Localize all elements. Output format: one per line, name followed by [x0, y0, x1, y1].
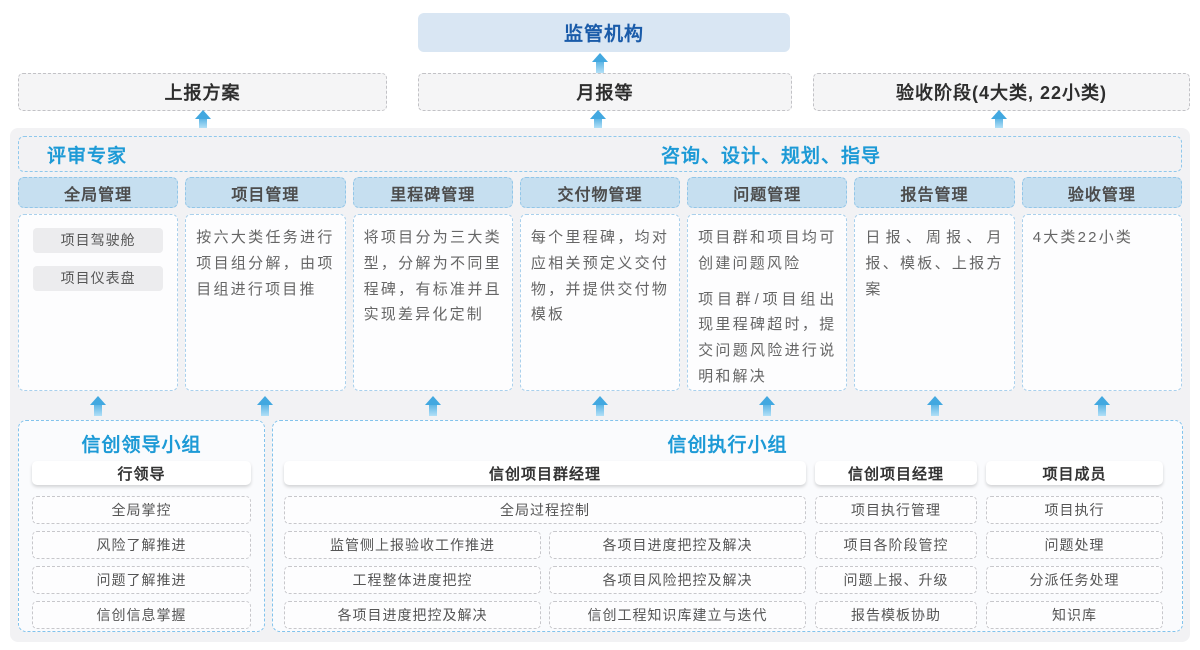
- project-members-section: 项目成员 项目执行 问题处理 分派任务处理 知识库: [986, 457, 1163, 636]
- execution-group-title: 信创执行小组: [667, 435, 788, 456]
- column-milestone-mgmt: 里程碑管理 将项目分为三大类型，分解为不同里程碑，有标准并且实现差异化定制: [352, 177, 513, 391]
- column-title: 里程碑管理: [352, 177, 513, 208]
- duty-item: 各项目进度把控及解决: [549, 531, 806, 559]
- duty-item: 工程整体进度把控: [284, 566, 541, 594]
- column-issue-mgmt: 问题管理 项目群和项目均可创建问题风险 项目群/项目组出现里程碑超时，提交问题风…: [687, 177, 848, 391]
- output-report-plan: 上报方案: [18, 73, 387, 111]
- column-paragraph: 项目群和项目均可创建问题风险: [698, 229, 837, 272]
- duty-item: 问题上报、升级: [815, 566, 977, 594]
- up-arrow-icon: [927, 396, 943, 416]
- output-monthly-report: 月报等: [418, 73, 792, 111]
- up-arrow-icon: [90, 396, 106, 416]
- duty-item: 监管侧上报验收工作推进: [284, 531, 541, 559]
- program-manager-section: 信创项目群经理 全局过程控制 监管侧上报验收工作推进 各项目进度把控及解决 工程…: [284, 457, 806, 636]
- up-arrow-icon: [759, 396, 775, 416]
- up-arrow-icon: [1094, 396, 1110, 416]
- duty-item: 全局过程控制: [284, 496, 806, 524]
- column-title: 问题管理: [687, 177, 848, 208]
- duty-item: 问题处理: [986, 531, 1163, 559]
- column-title: 验收管理: [1021, 177, 1182, 208]
- regulator-box: 监管机构: [418, 13, 790, 52]
- up-arrow-icon: [590, 110, 606, 128]
- column-paragraph: 项目群/项目组出现里程碑超时，提交问题风险进行说明和解决: [698, 290, 837, 385]
- column-body: 将项目分为三大类型，分解为不同里程碑，有标准并且实现差异化定制: [352, 214, 513, 391]
- duty-item: 各项目进度把控及解决: [284, 601, 541, 629]
- duty-item: 信创工程知识库建立与迭代: [549, 601, 806, 629]
- column-paragraph: 日报、周报、月报、模板、上报方案: [865, 229, 1004, 298]
- module-columns: 全局管理 项目驾驶舱 项目仪表盘 项目管理 按六大类任务进行项目组分解，由项目组…: [18, 177, 1182, 391]
- column-paragraph: 每个里程碑，均对应相关预定义交付物，并提供交付物模板: [530, 229, 670, 324]
- platform-container: 评审专家 咨询、设计、规划、指导 全局管理 项目驾驶舱 项目仪表盘 项目管理 按…: [10, 128, 1190, 642]
- duty-item: 分派任务处理: [986, 566, 1163, 594]
- duty-item: 报告模板协助: [815, 601, 977, 629]
- column-report-mgmt: 报告管理 日报、周报、月报、模板、上报方案: [854, 177, 1015, 391]
- up-arrow-icon: [592, 396, 608, 416]
- column-body: 4大类22小类: [1021, 214, 1182, 391]
- duty-item: 项目各阶段管控: [815, 531, 977, 559]
- column-deliverable-mgmt: 交付物管理 每个里程碑，均对应相关预定义交付物，并提供交付物模板: [519, 177, 681, 391]
- duty-item: 各项目风险把控及解决: [549, 566, 806, 594]
- execution-group: 信创执行小组 信创项目群经理 全局过程控制 监管侧上报验收工作推进 各项目进度把…: [272, 420, 1183, 632]
- role-project-manager: 信创项目经理: [815, 461, 977, 485]
- column-body: 项目群和项目均可创建问题风险 项目群/项目组出现里程碑超时，提交问题风险进行说明…: [687, 214, 848, 391]
- duty-item: 知识库: [986, 601, 1163, 629]
- consultant-strip: 评审专家 咨询、设计、规划、指导: [18, 136, 1182, 172]
- column-paragraph: 4大类22小类: [1032, 229, 1134, 246]
- duty-item: 问题了解推进: [32, 566, 251, 594]
- column-body: 日报、周报、月报、模板、上报方案: [854, 214, 1015, 391]
- project-manager-section: 信创项目经理 项目执行管理 项目各阶段管控 问题上报、升级 报告模板协助: [815, 457, 977, 636]
- consulting-label: 咨询、设计、规划、指导: [661, 145, 882, 167]
- leadership-group: 信创领导小组 行领导 全局掌控 风险了解推进 问题了解推进 信创信息掌握: [18, 420, 265, 632]
- up-arrow-icon: [425, 396, 441, 416]
- role-project-members: 项目成员: [986, 461, 1163, 485]
- duty-item: 全局掌控: [32, 496, 251, 524]
- output-acceptance-phase: 验收阶段(4大类, 22小类): [813, 73, 1190, 111]
- column-body: 项目驾驶舱 项目仪表盘: [18, 214, 179, 391]
- role-bank-leaders: 行领导: [32, 461, 251, 485]
- feature-pill: 项目驾驶舱: [33, 228, 164, 253]
- column-body: 每个里程碑，均对应相关预定义交付物，并提供交付物模板: [519, 214, 681, 391]
- column-title: 报告管理: [854, 177, 1015, 208]
- duty-item: 信创信息掌握: [32, 601, 251, 629]
- column-project-mgmt: 项目管理 按六大类任务进行项目组分解，由项目组进行项目推: [185, 177, 346, 391]
- leadership-group-title: 信创领导小组: [81, 435, 202, 456]
- column-title: 全局管理: [18, 177, 179, 208]
- column-body: 按六大类任务进行项目组分解，由项目组进行项目推: [185, 214, 346, 391]
- column-title: 项目管理: [185, 177, 346, 208]
- duty-item: 项目执行: [986, 496, 1163, 524]
- role-program-manager: 信创项目群经理: [284, 461, 806, 485]
- feature-pill: 项目仪表盘: [33, 266, 164, 291]
- review-experts-label: 评审专家: [47, 145, 128, 167]
- up-arrow-icon: [195, 110, 211, 128]
- column-title: 交付物管理: [519, 177, 681, 208]
- duty-item: 风险了解推进: [32, 531, 251, 559]
- column-global-mgmt: 全局管理 项目驾驶舱 项目仪表盘: [18, 177, 179, 391]
- up-arrow-icon: [592, 53, 608, 73]
- column-acceptance-mgmt: 验收管理 4大类22小类: [1021, 177, 1182, 391]
- column-paragraph: 将项目分为三大类型，分解为不同里程碑，有标准并且实现差异化定制: [363, 229, 502, 324]
- duty-item: 项目执行管理: [815, 496, 977, 524]
- up-arrow-icon: [991, 110, 1007, 128]
- up-arrow-icon: [257, 396, 273, 416]
- column-paragraph: 按六大类任务进行项目组分解，由项目组进行项目推: [196, 229, 335, 298]
